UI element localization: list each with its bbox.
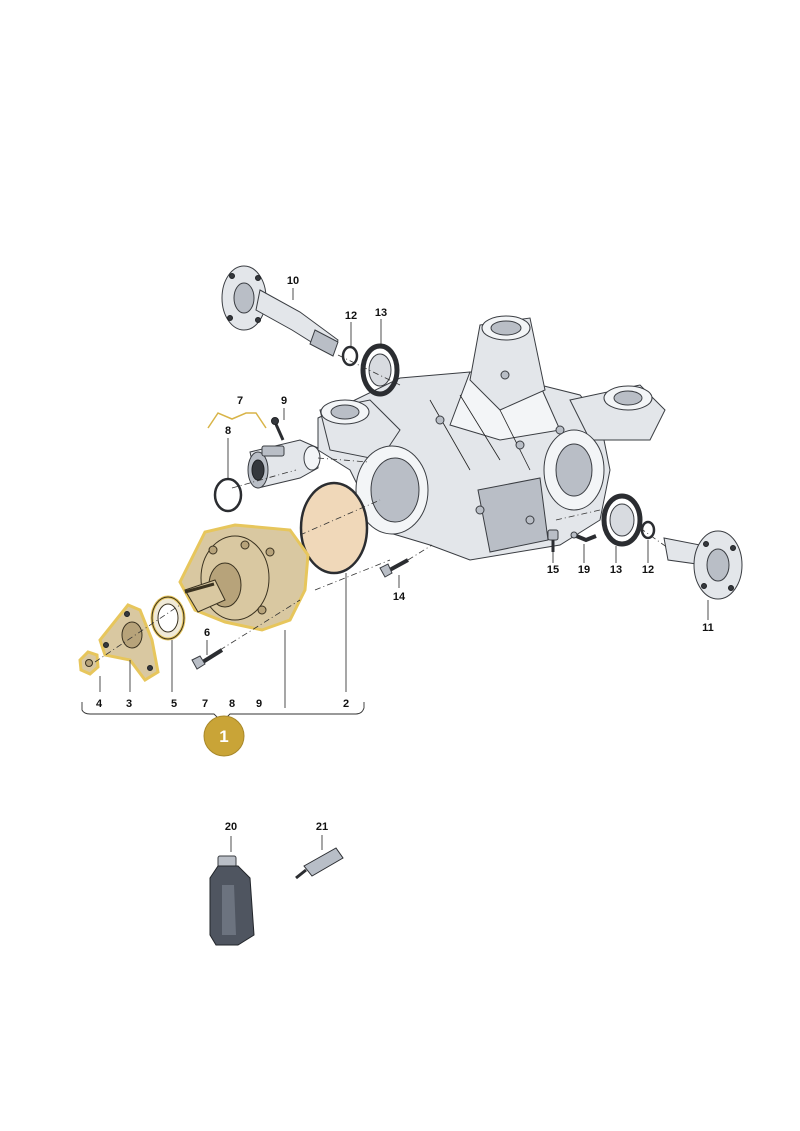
- circlip-12-right: [640, 520, 656, 540]
- bracket-7-8-9: [207, 412, 267, 429]
- drive-flange-shaft-10: [221, 265, 339, 357]
- bolt-14: [379, 558, 409, 578]
- flange-3: [98, 603, 160, 682]
- label-12-left: 12: [345, 310, 357, 322]
- shaft-seal-5: [150, 595, 186, 641]
- label-10: 10: [287, 275, 299, 287]
- nut-4: [78, 650, 100, 676]
- circlip-12-left: [341, 345, 359, 367]
- label-4: 4: [96, 698, 103, 710]
- label-9-top: 9: [281, 395, 287, 407]
- assembly-badge-1: 1: [203, 715, 245, 757]
- label-13-left: 13: [375, 307, 387, 319]
- bolt-6: [191, 648, 224, 670]
- label-9-bottom: 9: [256, 698, 262, 710]
- label-15: 15: [547, 564, 559, 576]
- screw-9: [271, 417, 285, 441]
- label-19: 19: [578, 564, 590, 576]
- label-2: 2: [343, 698, 349, 710]
- label-11: 11: [702, 622, 714, 634]
- screw-plug-15: [547, 529, 559, 552]
- shaft-seal-13-right: [601, 493, 643, 547]
- label-3: 3: [126, 698, 132, 710]
- oil-bottle-20: [209, 855, 255, 946]
- label-14: 14: [393, 591, 406, 603]
- label-5: 5: [171, 698, 177, 710]
- assembly-axis-lines: [94, 354, 669, 663]
- housing-cover-assembly: [178, 523, 310, 632]
- part-labels: 10 12 13 7 9 8 6 14 15 19 13 12 11 4 3 5…: [96, 275, 714, 833]
- label-20: 20: [225, 821, 237, 833]
- breather-19: [570, 531, 597, 543]
- label-6: 6: [204, 627, 210, 639]
- label-7-bottom: 7: [202, 698, 208, 710]
- shaft-seal-13-left: [360, 343, 400, 397]
- label-7-top: 7: [237, 395, 243, 407]
- differential-housing: [317, 315, 666, 561]
- o-ring-8: [213, 477, 243, 513]
- label-12-right: 12: [642, 564, 654, 576]
- label-8-top: 8: [225, 425, 231, 437]
- drive-flange-shaft-11: [663, 530, 743, 600]
- label-8-bottom: 8: [229, 698, 235, 710]
- sender-7: [247, 439, 321, 489]
- label-21: 21: [316, 821, 328, 833]
- gasket-2: [299, 481, 369, 575]
- sealant-tube-21: [295, 847, 344, 880]
- label-13-right: 13: [610, 564, 622, 576]
- label-1: 1: [219, 727, 228, 746]
